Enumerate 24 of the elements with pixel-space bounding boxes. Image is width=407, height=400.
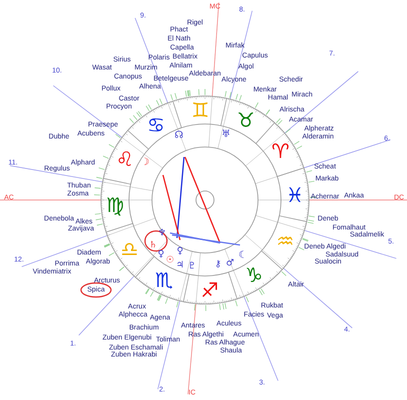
zodiac-glyph: ♌: [116, 149, 134, 170]
zodiac-glyph: ♑: [245, 265, 263, 286]
zodiac-glyph: ♒: [276, 230, 294, 251]
planet-glyph: ⚷: [214, 260, 222, 270]
zodiac-glyph: ♏: [155, 270, 174, 290]
planet-glyph: ☽: [140, 158, 150, 168]
zodiac-glyph: ♈: [272, 140, 290, 161]
zodiac-glyph: ♊: [191, 100, 210, 120]
planet-glyph: ☾: [238, 251, 248, 261]
zodiac-glyph: ♉: [236, 110, 255, 130]
zodiac-glyph: ♍: [106, 194, 124, 215]
planet-glyph: ♃: [176, 262, 184, 270]
planet-glyph: ☉: [166, 256, 174, 266]
planet-glyph: ♀: [158, 250, 164, 260]
zodiac-glyph: ♎: [120, 239, 138, 260]
planet-glyph: ♅: [222, 130, 230, 140]
planet-glyph: ♇: [188, 262, 196, 272]
zodiac-glyph: ♐: [200, 280, 219, 300]
planet-glyph: ♄: [148, 242, 158, 250]
planet-glyph: ☊: [174, 131, 184, 141]
zodiac-glyph: ♋: [147, 114, 165, 135]
planet-glyph: ♀: [176, 248, 184, 256]
planet-glyph: ♂: [226, 260, 234, 268]
zodiac-glyph: ♓: [286, 185, 304, 206]
